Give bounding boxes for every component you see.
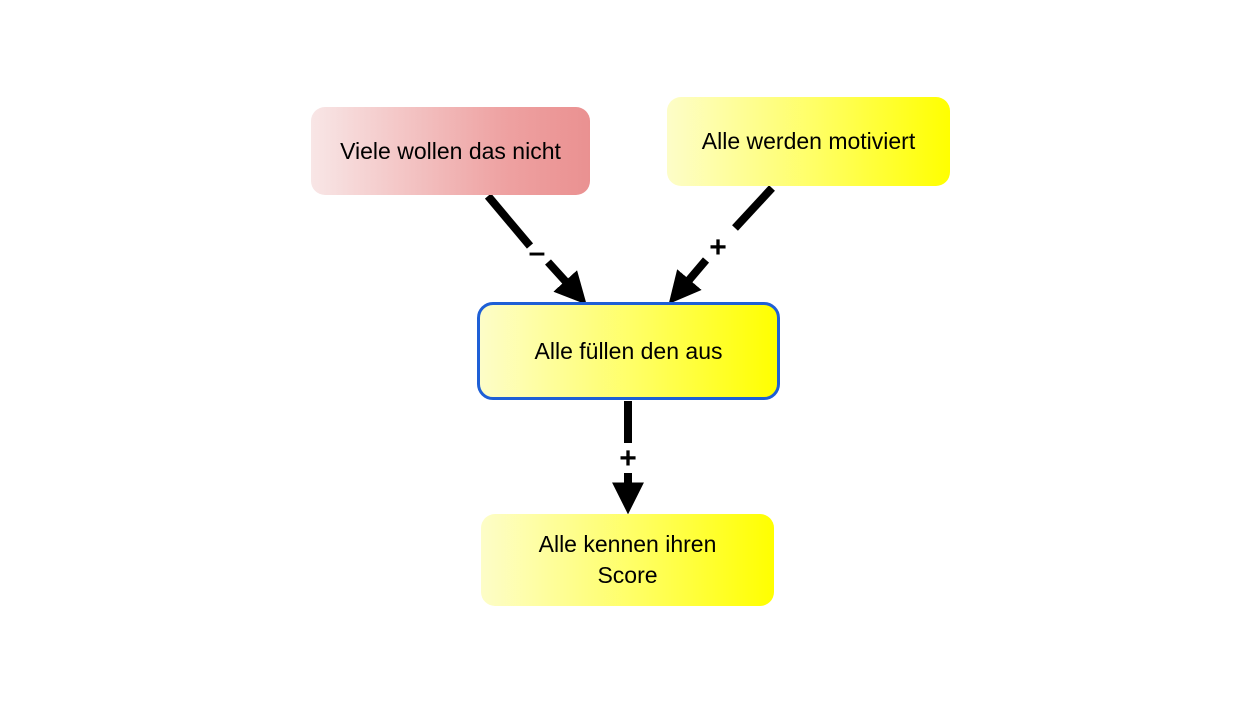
- node-label: Alle kennen ihren Score: [538, 531, 717, 588]
- node-label: Alle werden motiviert: [701, 128, 916, 154]
- node-viele-wollen-das-nicht: Viele wollen das nicht: [311, 107, 590, 195]
- edge-sign-plus-1: +: [709, 231, 727, 264]
- node-label: Viele wollen das nicht: [340, 137, 561, 164]
- edge-ausfuellen-to-score: +: [612, 401, 644, 515]
- edge-sign-minus: –: [529, 236, 546, 269]
- node-alle-kennen-ihren-score: Alle kennen ihren Score: [481, 514, 774, 606]
- edge-sign-plus-2: +: [619, 442, 637, 475]
- node-alle-fuellen-den-aus: Alle füllen den aus: [477, 302, 780, 400]
- edge-motiviert-to-ausfuellen: +: [668, 185, 775, 304]
- node-label: Alle füllen den aus: [534, 337, 723, 364]
- node-alle-werden-motiviert: Alle werden motiviert: [667, 97, 950, 186]
- edge-viele-to-ausfuellen: –: [484, 193, 587, 305]
